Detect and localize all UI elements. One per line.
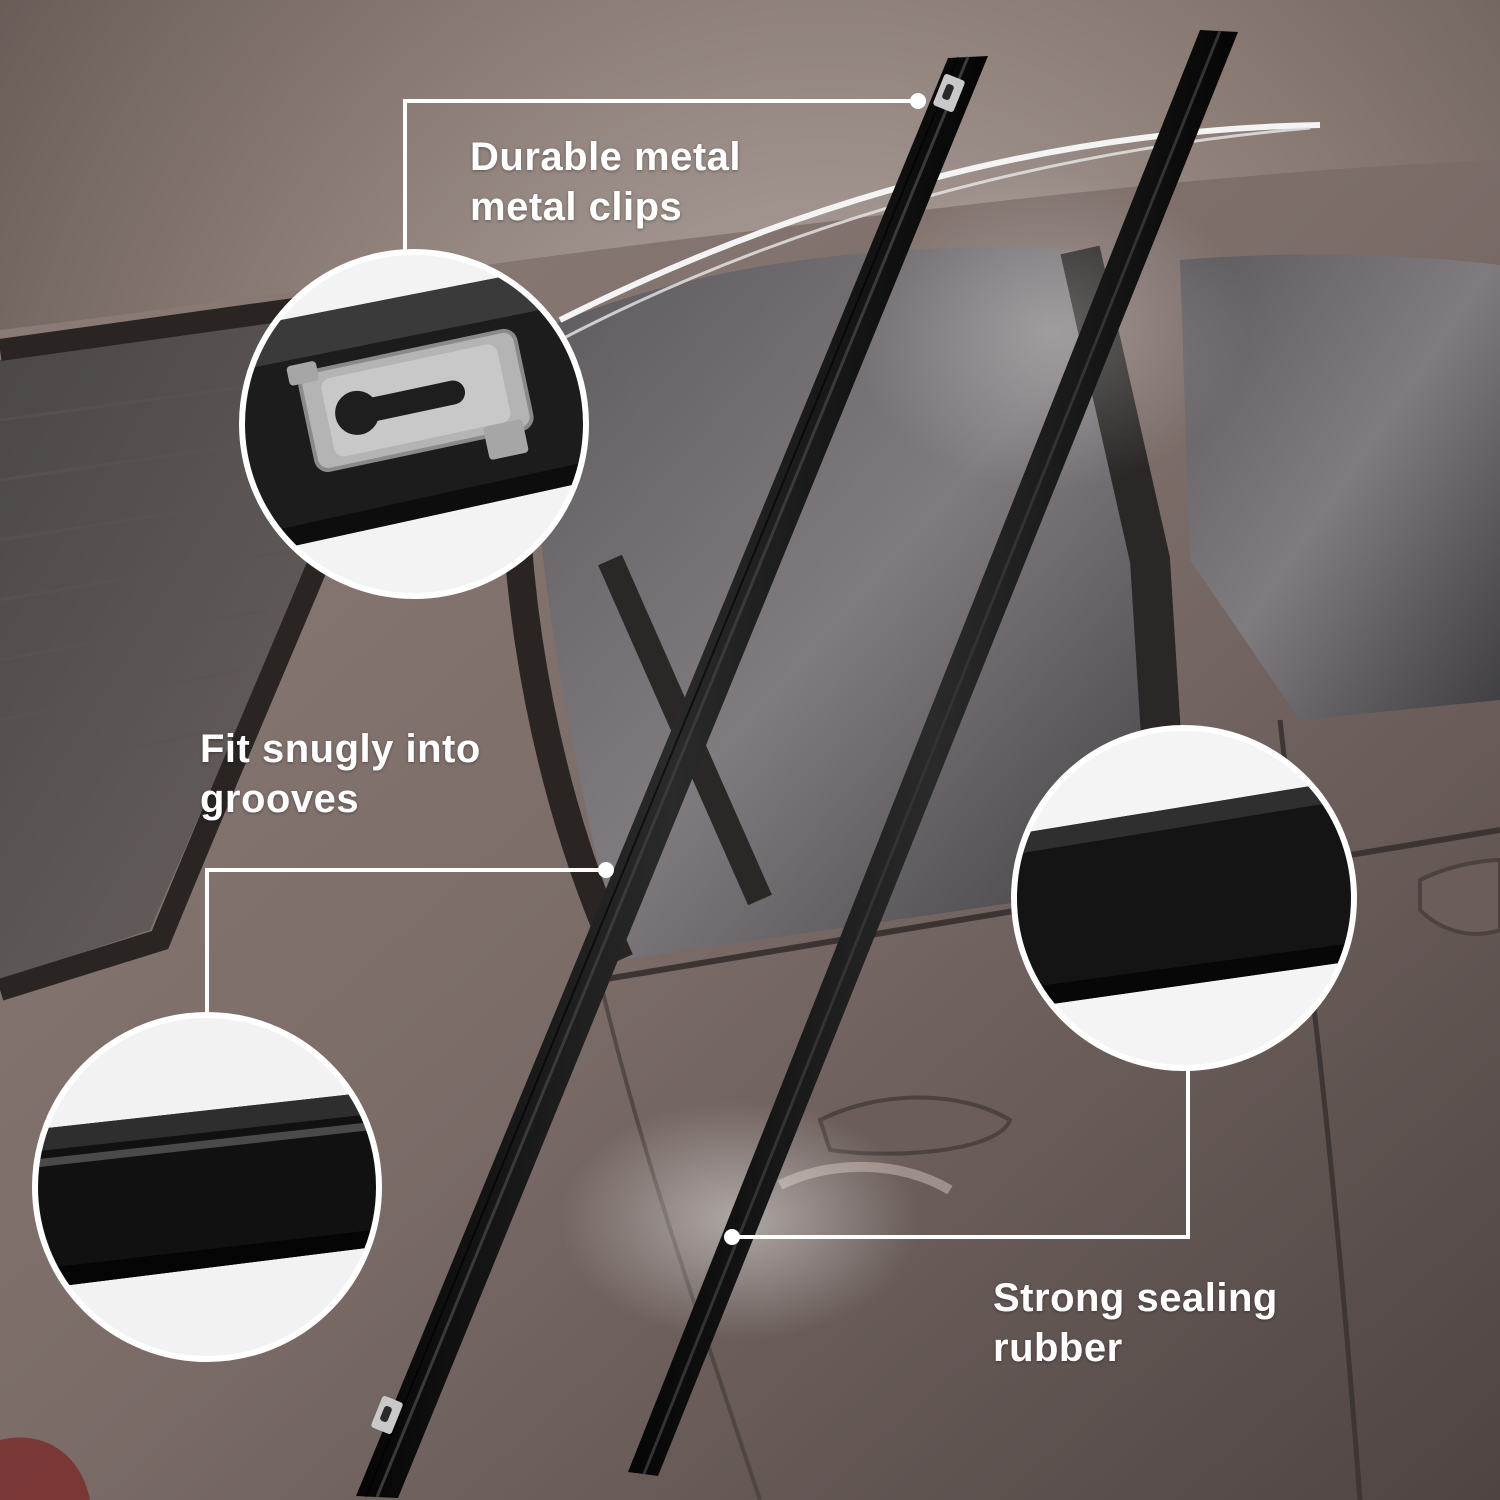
zoom-circle-sealing-rubber: [1011, 725, 1357, 1071]
top-metal-clip: [933, 74, 965, 112]
tail-light: [0, 1437, 90, 1500]
callout-lines: [205, 99, 1190, 1239]
bottom-metal-clip: [371, 1396, 403, 1434]
feature-label-sealing-line2: rubber: [993, 1326, 1123, 1370]
callout-line-grooves: [205, 868, 606, 1018]
weatherstrip-with-clips: [356, 56, 988, 1498]
feature-label-sealing-line1: Strong sealing: [993, 1276, 1278, 1320]
callout-dot-clips: [910, 93, 926, 109]
metal-clip-icon: [286, 328, 534, 472]
feature-label-grooves: Fit snugly into grooves: [200, 724, 481, 824]
feature-label-metal-clips: Durable metal metal clips: [470, 132, 741, 232]
weatherstrip-plain: [628, 30, 1238, 1476]
feature-label-sealing-rubber: Strong sealing rubber: [993, 1273, 1278, 1373]
feature-label-grooves-line1: Fit snugly into: [200, 727, 481, 771]
callout-dot-grooves: [598, 862, 614, 878]
feature-label-grooves-line2: grooves: [200, 777, 360, 821]
callout-line-clips: [403, 99, 918, 258]
callout-line-sealing: [732, 1068, 1190, 1239]
zoom-circle-grooves: [32, 1012, 382, 1362]
feature-label-metal-clips-line1: Durable metal: [470, 135, 742, 179]
side-window-front: [1180, 254, 1500, 721]
front-door-handle: [1418, 857, 1500, 936]
feature-label-metal-clips-line2: metal clips: [470, 185, 683, 229]
callout-dot-sealing: [724, 1229, 740, 1245]
